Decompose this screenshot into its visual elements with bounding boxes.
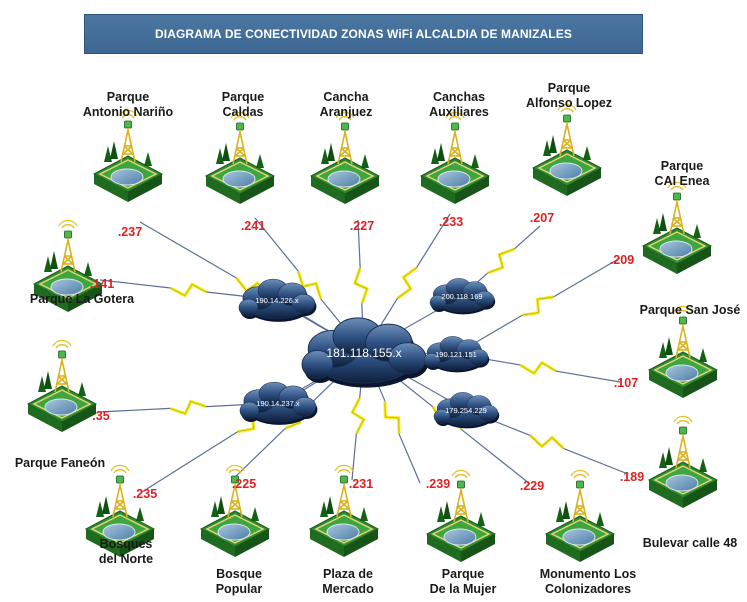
site-ip: .225 [232,477,256,491]
site-ip: .235 [133,487,157,501]
site-ip: .241 [241,219,265,233]
site-label: Parque [548,81,590,95]
site-label: Cancha [323,90,369,104]
site-ip: .237 [118,225,142,239]
site-label: Parque Faneón [15,456,105,470]
site-faneon: Parque Faneón .35 [15,339,110,470]
site-label: Antonio Nariño [83,105,174,119]
site-bulevar: Bulevar calle 48 .189 [620,415,738,550]
site-label: De la Mujer [430,582,497,596]
site-label: Alfonso Lopez [526,96,612,110]
site-ip: .207 [530,211,554,225]
cloud-label-c1: 190.14.226.x [255,296,299,305]
link-bulevar [465,409,629,475]
wifi-park-icon [420,111,490,205]
wifi-park-icon [648,305,718,399]
wifi-park-icon [642,181,712,275]
site-ip: .239 [426,477,450,491]
site-label: Mercado [322,582,374,596]
wifi-park-icon [545,469,615,563]
site-label: Parque [222,90,264,104]
site-label: Parque San José [640,303,741,317]
wifi-park-icon [205,111,275,205]
site-ip: .107 [614,376,638,390]
site-label: Caldas [223,105,264,119]
site-ip: .229 [520,479,544,493]
wifi-park-icon [648,415,718,509]
site-label: Canchas [433,90,485,104]
wifi-park-icon [27,339,97,433]
site-label: Bulevar calle 48 [643,536,738,550]
site-label: del Norte [99,552,153,566]
cloud-label-center: 181.118.155.x [326,346,401,360]
site-label: Bosque [216,567,262,581]
wifi-park-icon [532,103,602,197]
cloud-label-c4: 190.121.151 [435,350,477,359]
site-label: Colonizadores [545,582,631,596]
site-ip: .227 [350,219,374,233]
site-label: Parque [661,159,703,173]
diagram-title: DIAGRAMA DE CONECTIVIDAD ZONAS WiFi ALCA… [84,14,643,54]
site-label: CAI Enea [655,174,711,188]
site-label: Auxiliares [429,105,489,119]
site-ip: .209 [610,253,634,267]
site-label: Monumento Los [540,567,637,581]
site-ip: .231 [349,477,373,491]
site-label: Aranjuez [320,105,373,119]
site-ip: .141 [90,277,114,291]
site-ip: .233 [439,215,463,229]
cloud-label-c3: 200.118.169 [441,292,482,301]
site-label: Parque [442,567,484,581]
site-label: Parque [107,90,149,104]
site-label: Parque La Gotera [30,292,135,306]
cloud-layer: 181.118.155.x 190.14.226.x 190.14.237.x 200… [238,277,500,429]
wifi-park-icon [93,109,163,203]
wifi-park-icon [310,111,380,205]
site-ip: .189 [620,470,644,484]
site-label: Popular [216,582,263,596]
cloud-label-c5: 179.254.229 [445,406,487,415]
site-label: Plaza de [323,567,373,581]
site-ip: .35 [92,409,109,423]
site-san-jose: Parque San José .107 [614,303,741,399]
cloud-label-c2: 190.14.237.x [256,399,300,408]
site-la-gotera: Parque La Gotera.141 [30,219,135,313]
site-label: Bosques [100,537,153,551]
